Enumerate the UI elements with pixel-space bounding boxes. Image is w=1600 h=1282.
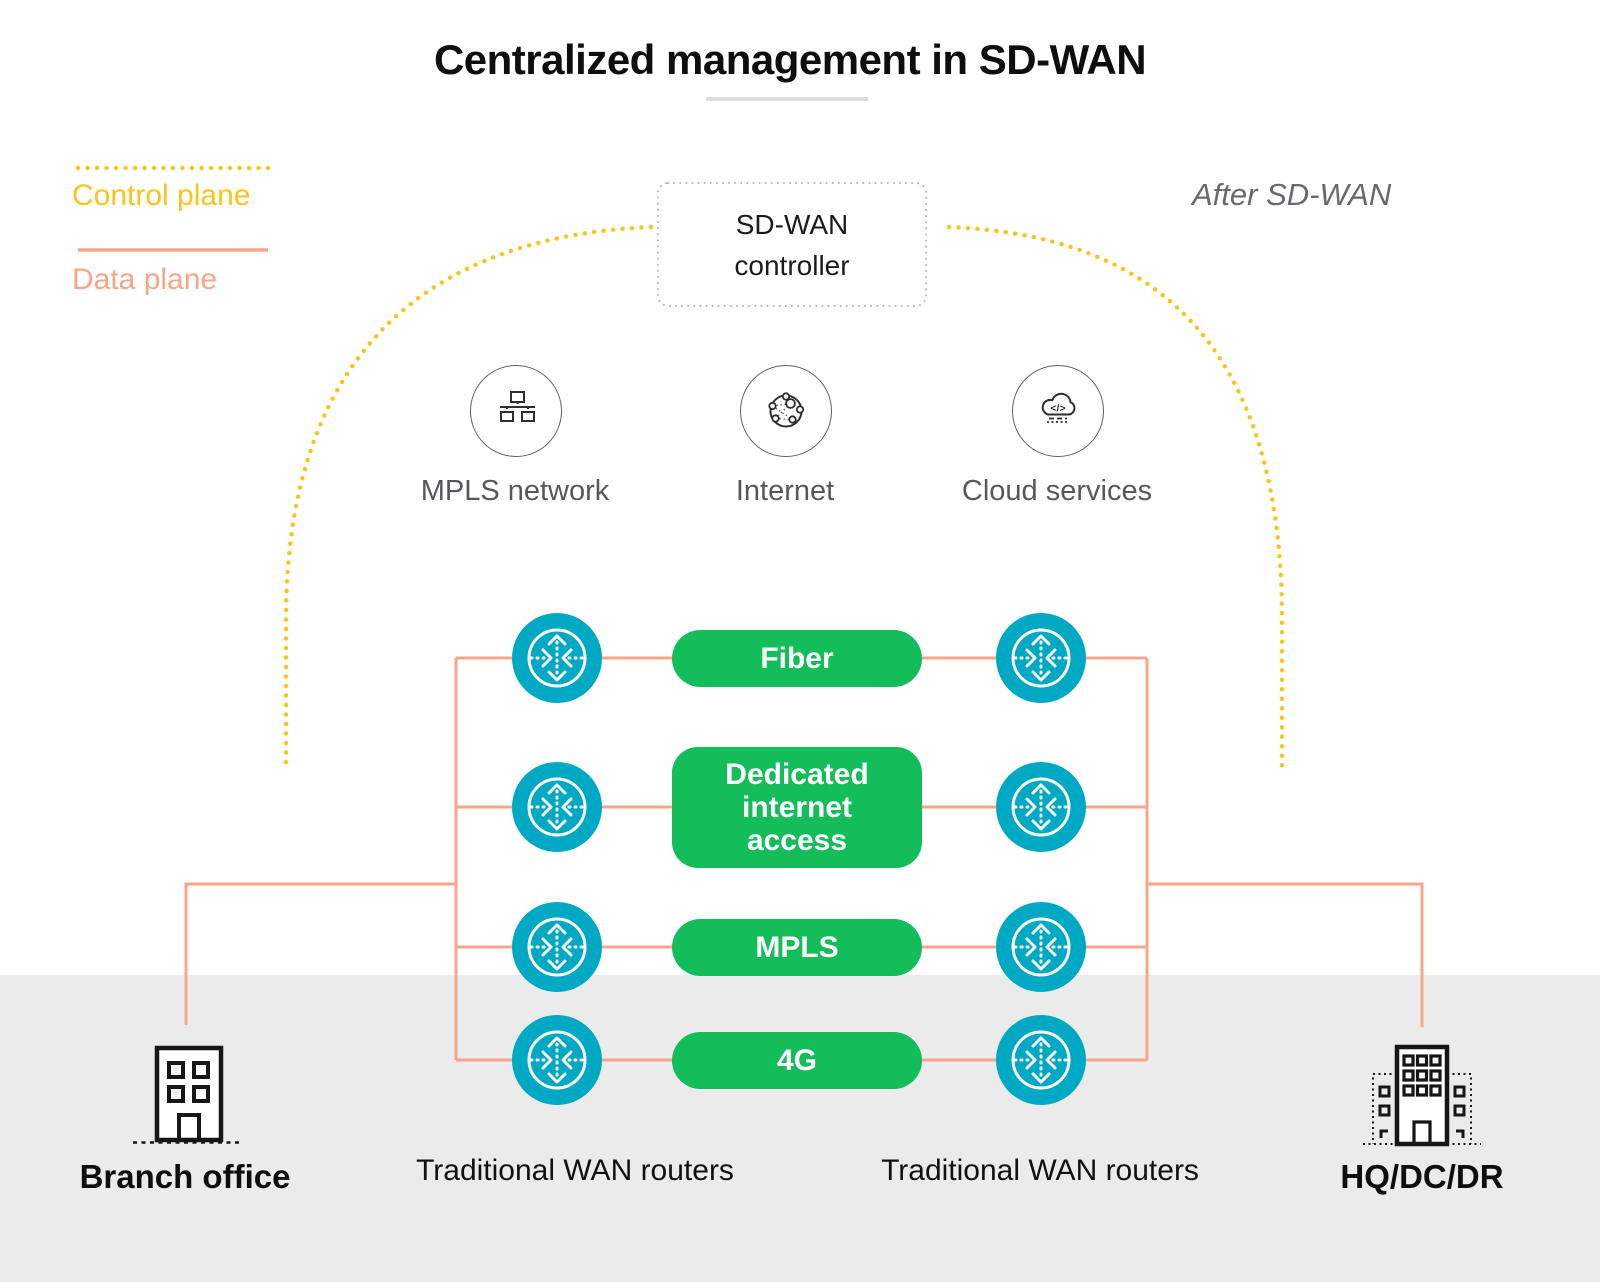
cloud-services-node: </>	[1012, 365, 1104, 457]
link-label: Dedicated internet access	[725, 758, 869, 857]
link-label: MPLS	[755, 931, 839, 964]
sdwan-controller-box	[657, 182, 927, 307]
link-pill-4g: 4G	[672, 1032, 922, 1089]
control-plane-label: Control plane	[72, 179, 251, 212]
link-pill-mpls: MPLS	[672, 919, 922, 976]
link-label: 4G	[776, 1044, 818, 1077]
branch-building-icon	[133, 1045, 241, 1144]
hq-dc-dr-label: HQ/DC/DR	[1340, 1158, 1504, 1195]
router-icon	[512, 613, 602, 703]
traditional-wan-routers-label-left: Traditional WAN routers	[416, 1154, 734, 1187]
internet-node	[740, 365, 832, 457]
background-band	[0, 975, 1600, 1282]
sdwan-controller-text: SD-WAN controller	[734, 208, 850, 281]
router-icon	[512, 902, 602, 992]
mpls-network-label: MPLS network	[420, 475, 610, 507]
router-icon	[512, 1015, 602, 1105]
control-plane-arc-right	[946, 224, 1285, 773]
page-title: Centralized management in SD-WAN	[433, 36, 1147, 83]
control-plane-arc-left	[283, 224, 654, 767]
site-topology-icon	[500, 391, 535, 422]
traditional-wan-routers-label-right: Traditional WAN routers	[881, 1154, 1199, 1187]
router-icon	[996, 1015, 1086, 1105]
link-label: Fiber	[760, 642, 834, 675]
cloud-code-icon: </>	[1041, 392, 1076, 423]
router-icon	[512, 762, 602, 852]
data-plane-label: Data plane	[72, 263, 218, 296]
router-icon	[996, 613, 1086, 703]
control-plane-lines	[75, 165, 1285, 773]
sdwan-controller-label: SD-WAN controller	[658, 183, 926, 306]
internet-label: Internet	[735, 475, 835, 507]
globe-network-icon	[768, 392, 805, 428]
mpls-network-node	[470, 365, 562, 457]
link-pill-fiber: Fiber	[672, 630, 922, 687]
router-icon	[996, 902, 1086, 992]
cloud-services-label: Cloud services	[961, 475, 1153, 507]
link-pill-dedicated-internet-access: Dedicated internet access	[672, 747, 922, 868]
after-sdwan-label: After SD-WAN	[1192, 177, 1392, 212]
hq-building-icon	[1363, 1044, 1481, 1147]
branch-office-label: Branch office	[79, 1158, 291, 1195]
router-icon	[996, 762, 1086, 852]
title-underline	[706, 97, 868, 101]
svg-text:</>: </>	[1050, 403, 1065, 415]
